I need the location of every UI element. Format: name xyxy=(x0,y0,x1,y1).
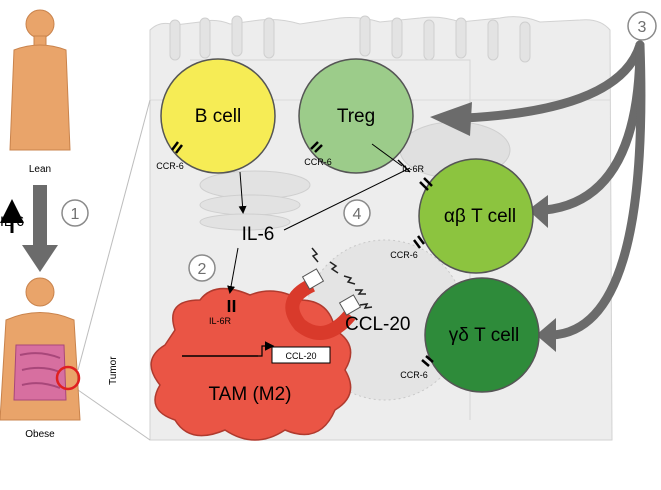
zoom-line-top xyxy=(77,99,151,371)
gd-t-cell xyxy=(424,277,540,393)
tumor-marker-circle xyxy=(55,365,81,391)
lean-to-obese-arrow xyxy=(22,185,58,272)
tam-label: TAM (M2) xyxy=(208,384,291,405)
lean-body-figure xyxy=(9,9,71,151)
il6-to-ab-line xyxy=(283,167,411,231)
step-4-marker xyxy=(343,199,371,227)
b-cell xyxy=(160,58,276,174)
arrow-head-gd xyxy=(536,318,556,352)
step-4-number: 4 xyxy=(353,206,362,223)
ab-t-cell-label: αβ T cell xyxy=(444,206,516,227)
gd-ccr6-label: CCR-6 xyxy=(400,370,428,380)
treg-cell xyxy=(298,58,414,174)
ccl20-gene-label: CCL-20 xyxy=(285,351,316,361)
il6-center-label: IL-6 xyxy=(242,224,275,245)
transcription-start-arrow xyxy=(258,341,275,357)
bcell-to-il6-arrow xyxy=(238,171,247,214)
il6-left-label: IL-6 xyxy=(0,213,24,229)
gd-t-cell-label: γδ T cell xyxy=(449,325,519,346)
il6-to-tam-arrow xyxy=(227,247,239,294)
obese-body-figure xyxy=(0,277,81,421)
step-1-marker xyxy=(61,199,89,227)
zoom-line-bottom xyxy=(77,389,151,441)
step-2-marker xyxy=(188,254,216,282)
lean-label: Lean xyxy=(29,164,51,175)
magnet-icon xyxy=(285,268,362,340)
ccl20-label: CCL-20 xyxy=(345,314,410,335)
arrow-head-ab xyxy=(528,195,548,228)
attraction-sparks xyxy=(311,247,373,309)
treg-ccr6-label: CCR-6 xyxy=(304,157,332,167)
treg-label: Treg xyxy=(337,106,375,127)
b-cell-label: B cell xyxy=(195,106,241,127)
obese-label: Obese xyxy=(25,429,55,440)
ab-ccr6-label: CCR-6 xyxy=(390,250,418,260)
tumor-label: Tumor xyxy=(108,356,119,385)
step-3-marker xyxy=(627,11,657,41)
ab-t-cell xyxy=(418,158,534,274)
tam-il6r-label: IL-6R xyxy=(209,316,232,326)
b-cell-ccr6-label: CCR-6 xyxy=(156,161,184,171)
step-3-number: 3 xyxy=(638,19,647,36)
step-2-number: 2 xyxy=(198,261,207,278)
tam-cell xyxy=(150,287,352,441)
recruitment-arrows xyxy=(460,40,646,340)
ccl20-gene-box xyxy=(271,346,331,364)
treg-inhibit-line xyxy=(371,143,403,167)
ab-il6r-label: IL-6R xyxy=(402,164,425,174)
step-1-number: 1 xyxy=(71,206,80,223)
arrow-head-treg xyxy=(430,102,472,136)
